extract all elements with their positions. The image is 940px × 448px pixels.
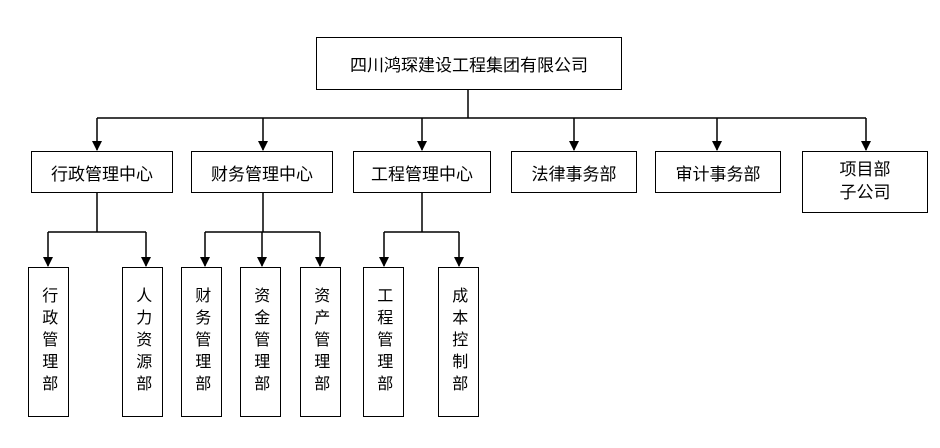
audit-dept-box: 审计事务部 [655,151,781,193]
engineering-mgmt-dept-box: 工程管理部 [363,267,404,417]
engineering-mgmt-dept-label: 工程管理部 [374,287,394,397]
finance-center-box: 财务管理中心 [191,151,333,193]
project-dept-line1: 项目部 [839,160,891,181]
legal-dept-label: 法律事务部 [531,164,617,185]
engineering-center-label: 工程管理中心 [371,164,473,185]
asset-mgmt-dept-box: 资产管理部 [300,267,341,417]
root-company-label: 四川鸿琛建设工程集团有限公司 [350,56,588,76]
finance-mgmt-dept-box: 财务管理部 [181,267,222,417]
audit-dept-label: 审计事务部 [675,164,761,185]
project-dept-box: 项目部 子公司 [802,151,928,213]
project-dept-label: 项目部 子公司 [840,159,891,205]
admin-center-label: 行政管理中心 [51,164,153,185]
cost-control-dept-box: 成本控制部 [438,267,479,417]
cost-control-dept-label: 成本控制部 [449,287,469,397]
asset-mgmt-dept-label: 资产管理部 [311,287,331,397]
legal-dept-box: 法律事务部 [511,151,637,193]
hr-dept-label: 人力资源部 [133,287,153,397]
root-company-box: 四川鸿琛建设工程集团有限公司 [316,37,622,90]
engineering-center-box: 工程管理中心 [353,151,491,193]
finance-center-label: 财务管理中心 [211,164,313,185]
hr-dept-box: 人力资源部 [122,267,163,417]
admin-mgmt-dept-box: 行政管理部 [28,267,69,417]
project-dept-line2: 子公司 [839,183,891,203]
admin-mgmt-dept-label: 行政管理部 [39,287,59,397]
fund-mgmt-dept-box: 资金管理部 [240,267,281,417]
admin-center-box: 行政管理中心 [31,151,173,193]
finance-mgmt-dept-label: 财务管理部 [192,287,212,397]
fund-mgmt-dept-label: 资金管理部 [251,287,271,397]
